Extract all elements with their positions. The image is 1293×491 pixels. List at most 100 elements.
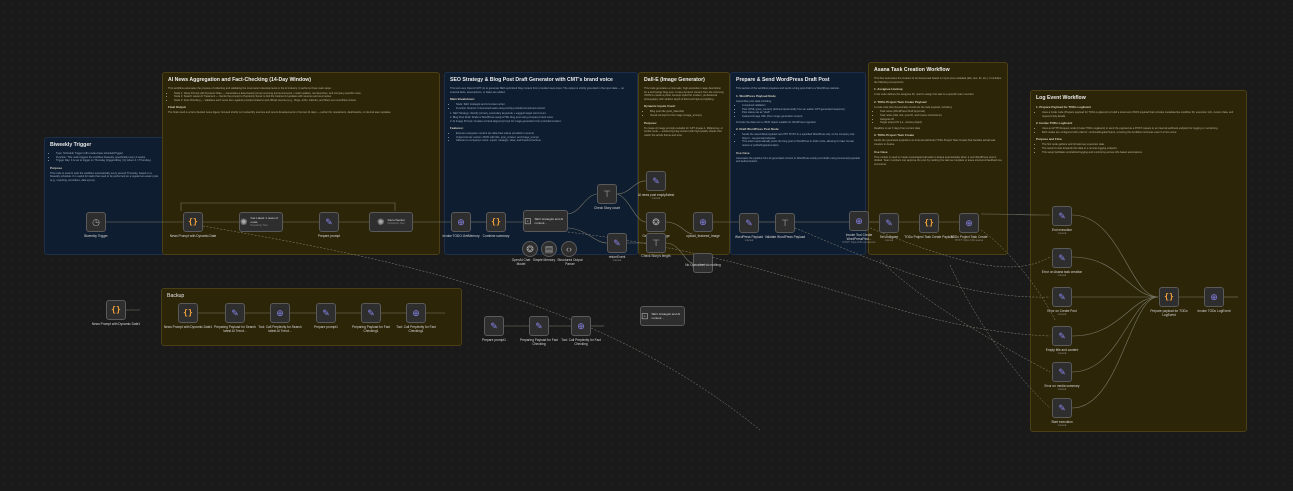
node-backup-prep-search[interactable]: ✎ xyxy=(225,303,245,323)
node-openai-chat-model[interactable]: ❂ xyxy=(522,241,538,257)
sticky-heading: 1. Prepare Payload for TODo LogEvent xyxy=(1036,105,1092,109)
node-simple-memory[interactable]: ▤ xyxy=(541,241,557,257)
node-prepare-prompt[interactable]: ✎ xyxy=(319,212,339,232)
sticky-bullet: Adheres to company's voice: expert, stra… xyxy=(456,139,632,143)
node-set-assignee[interactable]: ✎ xyxy=(879,213,899,233)
node-label: SEO strategist and AI content... xyxy=(534,217,564,225)
sticky-wordpress[interactable]: Prepare & Send WordPress Draft Post This… xyxy=(730,72,866,255)
if-icon: ⊤ xyxy=(781,217,789,228)
node-label: OpenAI Chat Model xyxy=(511,258,531,266)
node-biweekly-trigger[interactable]: ◷ xyxy=(86,212,106,232)
node-error-media-summary[interactable]: ✎ xyxy=(1052,362,1072,382)
node-prepare-log-payload[interactable]: {} xyxy=(1159,287,1179,307)
node-check-story-count[interactable]: ⊤ xyxy=(597,184,617,204)
sticky-title: Dall-E (Image Generator) xyxy=(644,77,705,83)
node-error-create-post[interactable]: ✎ xyxy=(1052,287,1072,307)
node-news-prompt[interactable]: {} xyxy=(183,212,203,232)
sticky-asana[interactable]: Asana Task Creation Workflow This flow a… xyxy=(868,62,1008,255)
node-label: Prepare payload for TODo LogEvent xyxy=(1150,309,1188,317)
node-backup-prep-fact[interactable]: ✎ xyxy=(361,303,381,323)
node-orphan-tool-call-fact[interactable]: ⊕ xyxy=(571,316,591,336)
node-invoke-create-wordpress[interactable]: ⊕ xyxy=(849,211,869,231)
sticky-step: 2. Blog Post Draft: Drafts a WordPress-r… xyxy=(450,115,554,119)
sticky-text: Formats the data into a JSON object suit… xyxy=(736,120,817,124)
sticky-heading: Use Case xyxy=(874,149,888,154)
sticky-text: This module is used to create review/app… xyxy=(874,155,1002,166)
sticky-heading: Purpose xyxy=(50,165,63,170)
node-invoke-log-event[interactable]: ⊕ xyxy=(1204,287,1224,307)
node-todo-task-payload[interactable]: {} xyxy=(919,213,939,233)
node-orphan-seo[interactable]: ⊡SEO strategist and AI content... xyxy=(640,306,685,326)
sticky-bullet: Node: SEO strategist and AI content writ… xyxy=(456,103,632,107)
globe-icon: ⊕ xyxy=(965,217,973,228)
sticky-bullet: Task notes (title, link, post ID, and re… xyxy=(880,114,1002,118)
node-label: Prepare prompt1 xyxy=(482,338,506,342)
node-return-event[interactable]: ✎ xyxy=(607,233,627,253)
sticky-bullet: Blog post title (post_data.title) xyxy=(650,110,724,114)
sticky-text: This node is used to start the workflow … xyxy=(50,171,159,182)
globe-icon: ⊕ xyxy=(276,307,284,318)
node-todo-task-create[interactable]: ⊕ xyxy=(959,213,979,233)
node-orphan-prepare-prompt[interactable]: ✎ xyxy=(484,316,504,336)
if-icon: ⊤ xyxy=(652,237,660,248)
node-invoke-getmemory[interactable]: ⊕ xyxy=(451,212,471,232)
globe-icon: ⊕ xyxy=(457,216,465,227)
sticky-title: Biweekly Trigger xyxy=(50,142,92,148)
sticky-bullet: The first node gathers and formats key e… xyxy=(1042,143,1241,147)
node-no-news-post[interactable]: ✎ xyxy=(646,171,666,191)
sticky-heading: 1. WordPress Payload Node xyxy=(736,93,776,98)
sticky-text: A Set node defines the assignee ID, used… xyxy=(874,93,975,97)
node-combine-summary[interactable]: {} xyxy=(486,212,506,232)
sticky-bullet: Function: Returns 3 structured tasks usi… xyxy=(456,107,632,111)
node-start-execution[interactable]: ✎ xyxy=(1052,398,1072,418)
sticky-text: This tool uses OpenAI GPT-4o to generate… xyxy=(450,87,624,94)
node-label: No Operation, do nothing xyxy=(685,263,721,267)
sticky-bullet: This setup facilitates centralized loggi… xyxy=(1042,151,1241,155)
node-backup-prepare-prompt[interactable]: ✎ xyxy=(316,303,336,323)
node-label: Combine summary xyxy=(482,234,510,238)
node-label: Structured Output Parser xyxy=(557,258,583,266)
code-braces-icon: {} xyxy=(188,217,198,226)
pencil-icon: ✎ xyxy=(367,307,375,318)
node-end-execution[interactable]: ✎ xyxy=(1052,206,1072,226)
globe-icon: ⊕ xyxy=(1210,291,1218,302)
node-news-prompt-orphan[interactable]: {} xyxy=(106,300,126,320)
node-backup-news-prompt[interactable]: {} xyxy=(178,303,198,323)
node-label: Simple Memory xyxy=(532,258,556,262)
node-structured-output[interactable]: ‹› xyxy=(561,241,577,257)
sticky-biweekly-trigger[interactable]: Biweekly Trigger Type: Schedule Trigger … xyxy=(44,137,166,255)
sticky-text: This node generates a cinematic, high-re… xyxy=(644,87,724,101)
node-generate-image[interactable]: ❂ xyxy=(646,212,666,232)
node-check-storys-length[interactable]: ⊤ xyxy=(646,233,666,253)
pencil-icon: ✎ xyxy=(885,217,893,228)
node-error-asana[interactable]: ✎ xyxy=(1052,248,1072,268)
code-braces-icon: {} xyxy=(111,305,121,314)
pencil-icon: ✎ xyxy=(1058,366,1066,377)
node-backup-tool-call-fact[interactable]: ⊕ xyxy=(406,303,426,323)
sticky-bullet: Target project ID (i.e., Asana project) xyxy=(880,121,1002,125)
sticky-bullet: A required validation xyxy=(742,104,860,108)
node-validate-wordpress[interactable]: ⊤ xyxy=(775,213,795,233)
sticky-title: Asana Task Creation Workflow xyxy=(874,67,950,73)
if-icon: ⊤ xyxy=(603,188,611,199)
sticky-text: Deadline is set X days from current date xyxy=(874,126,921,130)
node-orphan-prep-fact[interactable]: ✎ xyxy=(529,316,549,336)
sticky-text: This flow automates the creation of an A… xyxy=(874,77,1002,84)
node-no-operation[interactable]: → xyxy=(693,253,713,273)
node-label: upload_featured_image xyxy=(686,234,720,238)
node-wordpress-payload[interactable]: ✎ xyxy=(739,213,759,233)
sticky-heading: Purpose and Flow xyxy=(1036,137,1062,142)
globe-icon: ⊕ xyxy=(855,215,863,226)
node-backup-tool-call-search[interactable]: ⊕ xyxy=(270,303,290,323)
node-upload-featured-image[interactable]: ⊕ xyxy=(693,212,713,232)
node-empty-title[interactable]: ✎ xyxy=(1052,326,1072,346)
node-seo-strategist[interactable]: ⊡SEO strategist and AI content... xyxy=(523,210,568,232)
code-braces-icon: {} xyxy=(491,217,501,226)
openai-icon: ❂ xyxy=(652,216,660,227)
robot-icon: ⊡ xyxy=(524,215,532,226)
